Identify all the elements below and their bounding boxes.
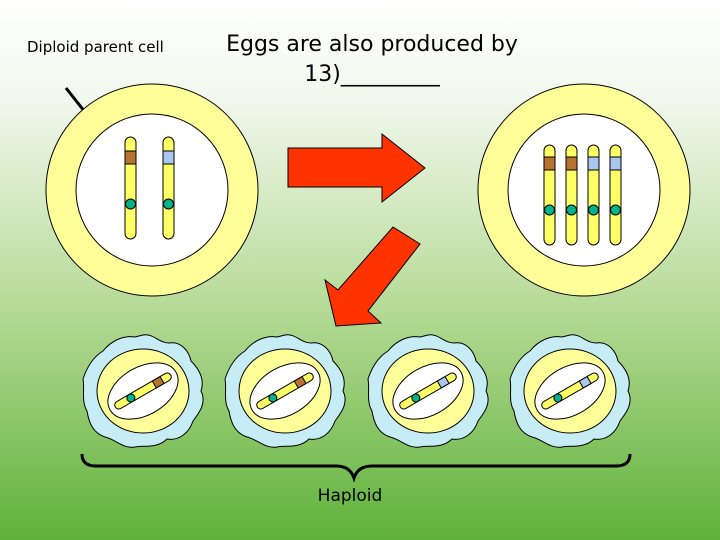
centromere <box>588 204 599 216</box>
centromere <box>610 204 621 216</box>
chromosome-paternal <box>399 372 457 410</box>
replicated-cell <box>477 83 691 297</box>
maternal-band <box>124 150 137 165</box>
centromere <box>544 204 555 216</box>
egg-cell-1 <box>82 334 204 448</box>
title-line-1: Eggs are also produced by <box>226 32 518 57</box>
grouping-brace <box>80 453 632 483</box>
egg-cell-2 <box>224 334 346 448</box>
chromatid-paternal-2 <box>609 144 622 246</box>
chromatid-maternal-1 <box>543 144 556 246</box>
centromere <box>411 393 421 403</box>
parent-cell <box>45 83 259 297</box>
chromatid-maternal-2 <box>565 144 578 246</box>
maternal-band <box>151 375 165 389</box>
haploid-label: Haploid <box>317 486 383 506</box>
red-arrow-right <box>287 132 426 204</box>
egg-cell-4 <box>509 334 631 448</box>
centromere <box>125 198 136 210</box>
chromosome-paternal <box>162 136 175 240</box>
chromosome-maternal <box>124 136 137 240</box>
title-line-2: 13)_________ <box>304 62 440 87</box>
centromere <box>163 198 174 210</box>
chromatid-paternal-1 <box>587 144 600 246</box>
centromere <box>566 204 577 216</box>
parent-cell-nucleus <box>75 113 229 267</box>
chromosome-maternal <box>256 372 314 410</box>
chromosome-paternal <box>541 372 599 410</box>
centromere <box>126 393 136 403</box>
egg-cell-3 <box>367 334 489 448</box>
centromere <box>553 393 563 403</box>
paternal-band <box>578 375 592 389</box>
chromosome-maternal <box>114 372 172 410</box>
replicated-cell-nucleus <box>507 113 661 267</box>
paternal-band <box>436 375 450 389</box>
paternal-band <box>162 150 175 165</box>
red-arrow-diagonal <box>324 226 421 327</box>
diploid-parent-cell-label: Diploid parent cell <box>27 38 164 56</box>
maternal-band <box>293 375 307 389</box>
centromere <box>268 393 278 403</box>
slide-title: Eggs are also produced by 13)_________ <box>222 30 522 90</box>
